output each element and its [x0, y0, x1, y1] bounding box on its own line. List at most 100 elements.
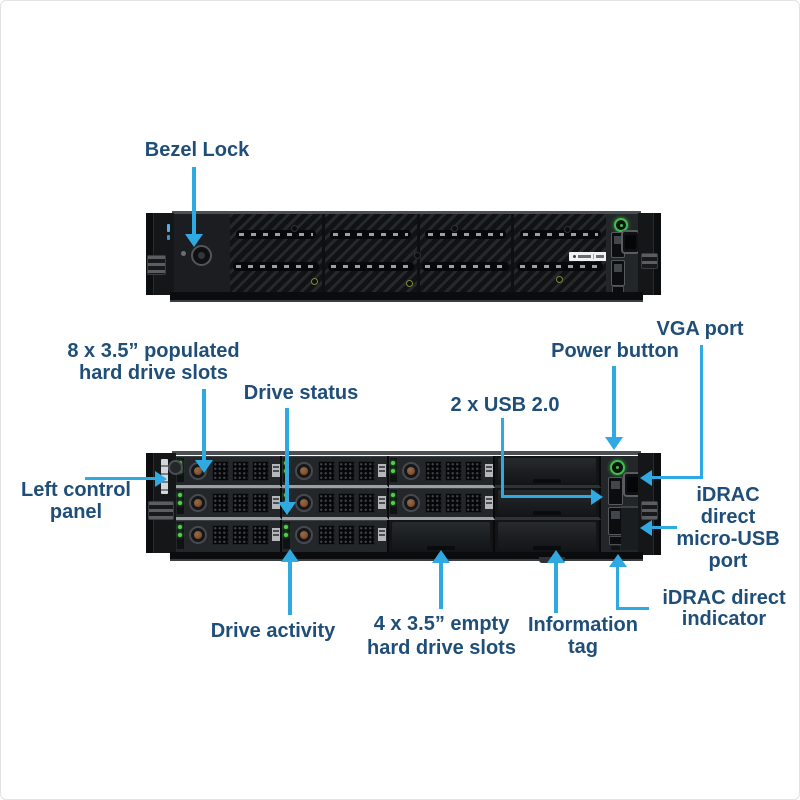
vent-slot — [519, 230, 601, 239]
drive-vent-mesh — [424, 493, 482, 513]
drive-slot-populated — [388, 456, 495, 488]
drive-slot-populated — [388, 488, 495, 520]
arrowhead-vga — [637, 470, 652, 486]
drive-status-led — [178, 493, 182, 497]
server-front-without-bezel — [146, 451, 661, 563]
drive-release-button — [189, 494, 207, 512]
chassis-base — [170, 292, 643, 302]
screw — [564, 226, 571, 233]
drive-slot-populated — [176, 488, 283, 520]
arrowhead-empty-slots — [432, 547, 450, 563]
callout-line: Left control — [21, 479, 131, 501]
empty-slot-filler — [497, 490, 596, 515]
arrow-line-power-button — [612, 366, 616, 438]
callout-vga-port: VGA port — [656, 318, 744, 340]
drive-vent-mesh — [318, 525, 376, 545]
arrowhead-idrac-usb — [637, 520, 652, 536]
vent-slot — [327, 262, 414, 271]
status-led-bar — [167, 224, 170, 232]
callout-line: hard drive slots — [367, 637, 516, 659]
callout-idrac-indicator: iDRAC direct indicator — [649, 588, 799, 630]
arrow-line-empty-slots — [439, 559, 443, 609]
drive-slot-populated — [176, 456, 283, 488]
usb-port — [611, 260, 625, 286]
drive-activity-led — [178, 533, 182, 537]
callout-drive-activity: Drive activity — [210, 620, 336, 642]
callout-line: hard drive slots — [79, 362, 228, 384]
vent-slot — [425, 230, 506, 239]
power-button — [610, 460, 625, 475]
drive-vent-mesh — [212, 493, 269, 513]
server-front-with-bezel — [146, 211, 661, 302]
callout-line: Information — [528, 614, 638, 636]
vent-slot — [422, 262, 509, 271]
drive-label — [272, 528, 280, 541]
arrow-line-left-control-panel — [85, 477, 156, 480]
drive-label — [484, 464, 493, 477]
arrowhead-information-tag — [547, 547, 565, 563]
arrow-line-drive-activity — [288, 558, 292, 615]
callout-line: port — [708, 550, 748, 572]
drive-label — [272, 496, 280, 509]
drive-vent-mesh — [212, 525, 269, 545]
drive-label — [272, 464, 280, 477]
callout-line: micro-USB — [676, 528, 780, 550]
screw — [556, 276, 563, 283]
drive-slot-populated — [282, 520, 389, 552]
screw — [291, 225, 298, 232]
status-led-bar — [167, 235, 170, 240]
drive-activity-led — [390, 501, 395, 505]
callout-bezel-lock: Bezel Lock — [144, 139, 250, 161]
callout-line: 4 x 3.5” empty — [373, 613, 510, 635]
callout-line: indicator — [681, 608, 767, 630]
drive-status-led — [390, 461, 395, 465]
ear-ridge — [146, 213, 154, 295]
callout-power-button: Power button — [551, 340, 679, 362]
callout-line: tag — [568, 636, 598, 658]
drive-release-button — [295, 462, 314, 480]
right-rack-ear — [638, 213, 661, 295]
vent-slot — [517, 262, 604, 271]
arrow-line-idrac-usb — [649, 526, 677, 529]
badge-separator — [592, 254, 594, 259]
callout-idrac-micro-usb: iDRAC direct micro-USB port — [661, 484, 795, 572]
ear-vent — [641, 501, 658, 520]
drive-slot-populated — [282, 488, 389, 520]
bezel-section — [230, 214, 322, 292]
arrowhead-bezel-lock — [185, 234, 203, 250]
drive-vent-mesh — [318, 461, 376, 481]
drive-activity-led — [178, 501, 182, 505]
callout-usb: 2 x USB 2.0 — [450, 394, 560, 416]
chassis-base — [170, 552, 643, 561]
bezel-section — [419, 214, 512, 292]
chassis-top-edge — [172, 451, 641, 455]
drive-release-button — [295, 494, 314, 512]
drive-slot-empty — [494, 456, 601, 488]
usb-port — [608, 477, 623, 505]
callout-line: 8 x 3.5” populated — [67, 340, 240, 362]
callout-information-tag: Information tag — [519, 614, 647, 658]
drive-slot-empty — [494, 520, 601, 552]
arrow-line-drive-status — [285, 408, 289, 503]
drive-slot-empty — [388, 520, 495, 552]
bezel-status-badge — [569, 252, 607, 261]
empty-slot-filler — [497, 458, 596, 483]
idrac-direct-indicator — [611, 546, 620, 550]
front-bezel — [174, 214, 607, 292]
arrowhead-power-button — [605, 437, 623, 453]
arrow-line-vga — [700, 345, 703, 478]
drive-release-button — [295, 526, 314, 544]
arrowhead-drive-activity — [281, 546, 299, 562]
drive-label — [378, 496, 387, 509]
empty-slot-filler — [497, 522, 596, 550]
bezel-section — [324, 214, 417, 292]
drive-led-strip — [389, 490, 397, 514]
arrow-line-idrac-indicator — [616, 607, 649, 610]
drive-label — [378, 464, 387, 477]
screw — [406, 280, 413, 287]
information-tag-housing — [621, 506, 641, 550]
arrow-line-populated-slots — [202, 389, 206, 461]
drive-activity-led — [284, 533, 289, 537]
callout-line: iDRAC — [696, 484, 760, 506]
drive-bay-grid — [176, 456, 601, 552]
